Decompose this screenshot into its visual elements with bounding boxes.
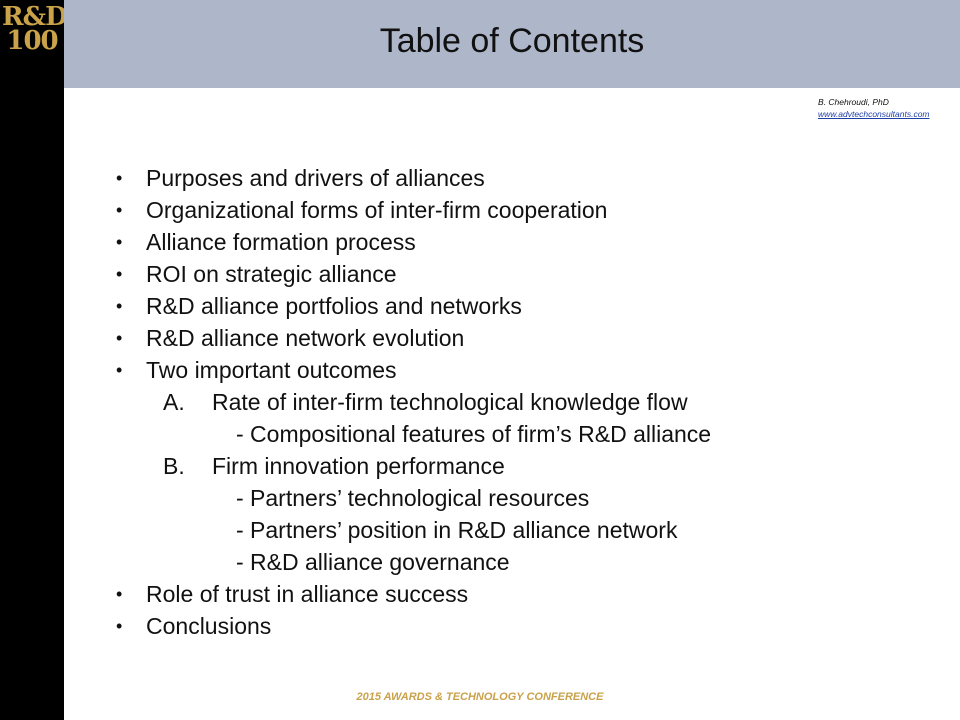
toc-item: • Role of trust in alliance success: [0, 578, 940, 610]
toc-item: A. Rate of inter-firm technological knowl…: [0, 386, 940, 418]
toc-item-text: - Partners’ position in R&D alliance net…: [236, 517, 678, 543]
toc-item-marker: B.: [163, 453, 185, 479]
table-of-contents-list: • Purposes and drivers of alliances • Organ…: [0, 162, 940, 642]
toc-item: • R&D alliance portfolios and networks: [0, 290, 940, 322]
toc-item-text: - Compositional features of firm’s R&D a…: [236, 421, 712, 447]
toc-item-text: Organizational forms of inter-firm coope…: [146, 197, 608, 223]
toc-item-text: Role of trust in alliance success: [146, 581, 469, 607]
toc-item-text: Alliance formation process: [146, 229, 416, 255]
toc-item: - Partners’ technological resources: [0, 482, 940, 514]
toc-item: • R&D alliance network evolution: [0, 322, 940, 354]
bullet-icon: •: [116, 296, 123, 316]
toc-item: • Alliance formation process: [0, 226, 940, 258]
rd100-logo: R&D 100: [2, 2, 68, 58]
toc-item-text: Purposes and drivers of alliances: [146, 165, 485, 191]
toc-item-text: Two important outcomes: [146, 357, 397, 383]
logo-line-2: 100: [6, 26, 58, 56]
toc-item: - Partners’ position in R&D alliance net…: [0, 514, 940, 546]
author-website-link[interactable]: www.advtechconsultants.com: [818, 109, 930, 119]
toc-item-text: ROI on strategic alliance: [146, 261, 397, 287]
toc-item-text: R&D alliance network evolution: [146, 325, 465, 351]
toc-item-text: - Partners’ technological resources: [236, 485, 590, 511]
toc-item: • Two important outcomes: [0, 354, 940, 386]
title-bar: [64, 0, 960, 88]
toc-item-text: Conclusions: [146, 613, 272, 639]
toc-item-marker: A.: [163, 389, 185, 415]
bullet-icon: •: [116, 616, 123, 636]
bullet-icon: •: [116, 360, 123, 380]
bullet-icon: •: [116, 200, 123, 220]
toc-item: - Compositional features of firm’s R&D a…: [0, 418, 940, 450]
toc-item: • Conclusions: [0, 610, 940, 642]
toc-item-text: R&D alliance portfolios and networks: [146, 293, 522, 319]
toc-item-text: Rate of inter-firm technological knowled…: [212, 389, 688, 415]
bullet-icon: •: [116, 584, 123, 604]
toc-item: B. Firm innovation performance: [0, 450, 940, 482]
left-sidebar: [0, 0, 64, 720]
logo-line-1: R&D: [2, 2, 68, 32]
bullet-icon: •: [116, 168, 123, 188]
page-title: Table of Contents: [379, 22, 645, 60]
toc-item-text: - R&D alliance governance: [236, 549, 510, 575]
author-name: B. Chehroudi, PhD: [818, 97, 889, 107]
toc-item: • ROI on strategic alliance: [0, 258, 940, 290]
toc-item: • Organizational forms of inter-firm coop…: [0, 194, 940, 226]
bullet-icon: •: [116, 232, 123, 252]
toc-item: - R&D alliance governance: [0, 546, 940, 578]
bullet-icon: •: [116, 264, 123, 284]
conference-footer: 2015 AWARDS & TECHNOLOGY CONFERENCE: [356, 691, 604, 703]
toc-item: • Purposes and drivers of alliances: [0, 162, 940, 194]
bullet-icon: •: [116, 328, 123, 348]
toc-item-text: Firm innovation performance: [212, 453, 505, 479]
